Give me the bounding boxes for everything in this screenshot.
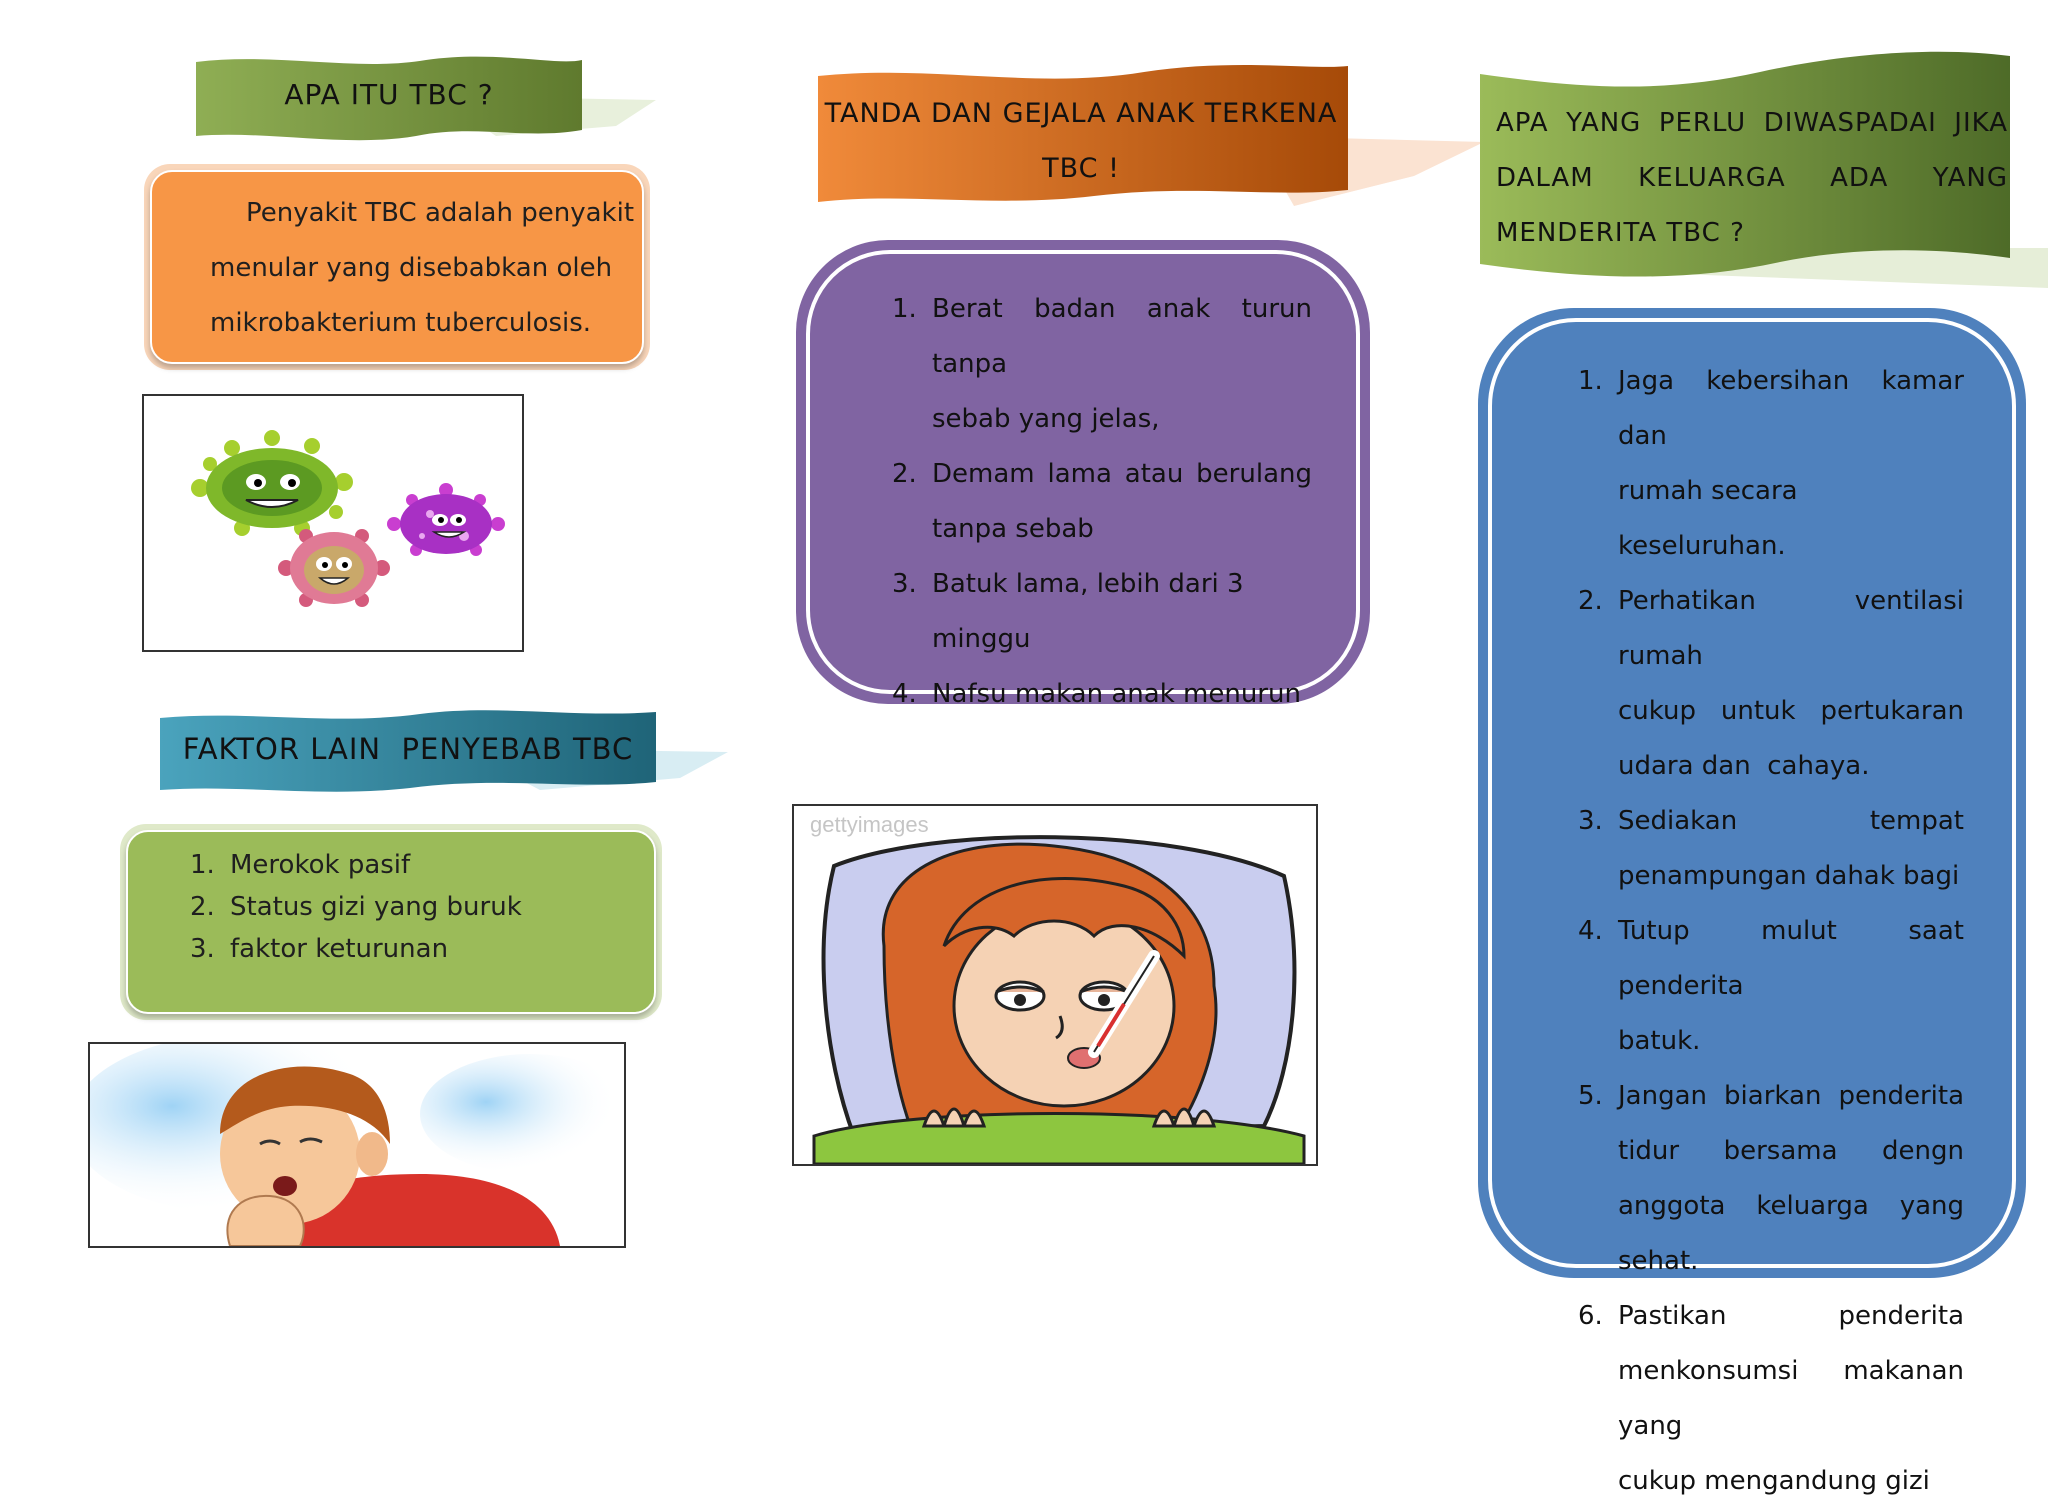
tip-line: Tutup mulut saat penderita: [1618, 916, 1964, 1001]
image-watermark: gettyimages: [810, 812, 929, 837]
symptom-number: 1.: [892, 294, 917, 324]
definition-line-2: menular yang disebabkan oleh: [210, 253, 613, 283]
factors-card: 1. Merokok pasif 2. Status gizi yang bur…: [120, 824, 662, 1020]
sick-girl-illustration: gettyimages: [792, 804, 1318, 1166]
factor-text: Status gizi yang buruk: [230, 892, 522, 922]
factor-text: Merokok pasif: [230, 850, 411, 880]
symptom-line: Demam lama atau berulang: [932, 459, 1312, 489]
tip-item: 5. Jangan biarkan penderita tidur bersam…: [1578, 1069, 1964, 1289]
banner-precautions-line-2: DALAM KELUARGA ADA YANG: [1496, 163, 2008, 193]
precautions-card: 1. Jaga kebersihan kamar dan rumah secar…: [1478, 308, 2026, 1496]
factor-item: 2. Status gizi yang buruk: [190, 886, 630, 928]
factor-text: faktor keturunan: [230, 934, 449, 964]
tip-line: cukup untuk pertukaran: [1618, 696, 1964, 726]
tip-number: 4.: [1578, 916, 1603, 946]
banner-what-is-tbc-title: APA ITU TBC ?: [284, 78, 494, 111]
banner-symptoms-line-2: TBC !: [1042, 153, 1120, 184]
tip-line: Jaga kebersihan kamar dan: [1618, 366, 1964, 451]
tip-line: Sediakan tempat: [1618, 806, 1964, 836]
symptom-number: 4.: [892, 679, 917, 709]
tip-number: 6.: [1578, 1301, 1603, 1331]
tip-line: udara dan cahaya.: [1618, 751, 1870, 781]
definition-card: Penyakit TBC adalah penyakit menular yan…: [144, 164, 650, 370]
banner-what-is-tbc: APA ITU TBC ?: [196, 56, 656, 146]
factor-item: 3. faktor keturunan: [190, 928, 630, 970]
germs-illustration: [142, 394, 524, 652]
banner-other-factors-title: FAKTOR LAIN PENYEBAB TBC: [182, 732, 634, 766]
symptom-line: sebab yang jelas,: [932, 404, 1160, 434]
tip-line: anggota keluarga yang: [1618, 1191, 1964, 1221]
tip-line: batuk.: [1618, 1026, 1701, 1056]
tip-number: 1.: [1578, 366, 1603, 396]
coughing-boy-illustration: [88, 1042, 626, 1248]
banner-other-factors: FAKTOR LAIN PENYEBAB TBC: [160, 708, 728, 798]
definition-line-3: mikrobakterium tuberculosis.: [210, 308, 592, 338]
tip-item: 1. Jaga kebersihan kamar dan rumah secar…: [1578, 354, 1964, 574]
banner-symptoms: TANDA DAN GEJALA ANAK TERKENA TBC !: [814, 56, 1484, 226]
banner-precautions-line-1: APA YANG PERLU DIWASPADAI JIKA: [1496, 108, 2008, 138]
banner-precautions-line-3: MENDERITA TBC ?: [1496, 218, 1745, 248]
symptom-line: Batuk lama, lebih dari 3 minggu: [932, 569, 1244, 654]
tip-number: 2.: [1578, 586, 1603, 616]
tip-line: penampungan dahak bagi: [1618, 861, 1960, 891]
symptom-item: 4. Nafsu makan anak menurun: [892, 667, 1312, 722]
tip-number: 5.: [1578, 1081, 1603, 1111]
tip-line: Jangan biarkan penderita: [1618, 1081, 1964, 1111]
banner-symptoms-line-1: TANDA DAN GEJALA ANAK TERKENA: [824, 98, 1338, 129]
tip-line: Perhatikan ventilasi rumah: [1618, 586, 1964, 671]
tip-item: 3. Sediakan tempat penampungan dahak bag…: [1578, 794, 1964, 904]
tip-line: cukup mengandung gizi: [1618, 1466, 1930, 1496]
symptom-line: Nafsu makan anak menurun: [932, 679, 1301, 709]
symptom-number: 2.: [892, 459, 917, 489]
symptom-item: 1. Berat badan anak turun tanpa sebab ya…: [892, 282, 1312, 447]
factor-number: 3.: [190, 934, 215, 964]
tip-line: rumah secara keseluruhan.: [1618, 476, 1798, 561]
factor-number: 1.: [190, 850, 215, 880]
symptom-number: 3.: [892, 569, 917, 599]
factor-number: 2.: [190, 892, 215, 922]
symptom-line: Berat badan anak turun tanpa: [932, 294, 1312, 379]
symptom-item: 2. Demam lama atau berulang tanpa sebab: [892, 447, 1312, 557]
tip-line: tidur bersama dengn: [1618, 1136, 1964, 1166]
tip-item: 2. Perhatikan ventilasi rumah cukup untu…: [1578, 574, 1964, 794]
definition-line-1: Penyakit TBC adalah penyakit: [246, 198, 635, 228]
symptom-item: 3. Batuk lama, lebih dari 3 minggu: [892, 557, 1312, 667]
tip-line: menkonsumsi makanan yang: [1618, 1356, 1964, 1441]
tip-line: sehat.: [1618, 1246, 1699, 1276]
tip-item: 6. Pastikan penderita menkonsumsi makana…: [1578, 1289, 1964, 1509]
symptoms-card: 1. Berat badan anak turun tanpa sebab ya…: [796, 240, 1370, 709]
factor-item: 1. Merokok pasif: [190, 844, 630, 886]
tip-number: 3.: [1578, 806, 1603, 836]
banner-precautions: APA YANG PERLU DIWASPADAI JIKA DALAM KEL…: [1480, 48, 2048, 296]
tip-item: 4. Tutup mulut saat penderita batuk.: [1578, 904, 1964, 1069]
symptom-line: tanpa sebab: [932, 514, 1094, 544]
tip-line: Pastikan penderita: [1618, 1301, 1964, 1331]
